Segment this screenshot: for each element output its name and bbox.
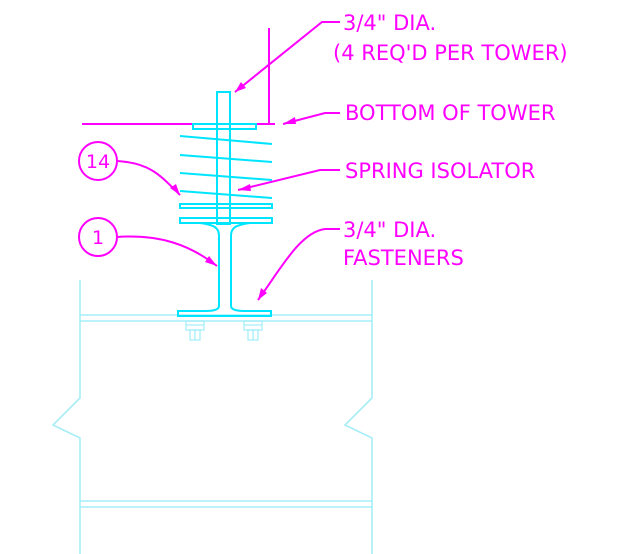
arrowhead-bolt-dia	[235, 82, 246, 92]
support-steel	[51, 280, 373, 554]
steel-left-edge	[51, 280, 81, 554]
isolator-base-plate	[179, 203, 273, 209]
arrowhead-tag-14	[170, 184, 180, 195]
callout-fasteners: FASTENERS	[343, 246, 464, 270]
tag-1-label: 1	[92, 227, 104, 249]
callout-bolt-dia: 3/4" DIA.	[343, 11, 436, 35]
leader-bolt-dia	[234, 21, 340, 93]
leader-tag-14	[116, 160, 181, 196]
arrowhead-spring-isolator	[238, 184, 251, 191]
leader-fasteners	[257, 228, 340, 301]
bolt-right	[243, 320, 263, 341]
leader-tag-1	[116, 235, 218, 267]
callout-bottom-of-tower: BOTTOM OF TOWER	[345, 101, 555, 125]
tower-bottom	[82, 28, 275, 125]
arrowhead-tag-1	[205, 256, 217, 266]
callout-bolt-qty: (4 REQ'D PER TOWER)	[333, 41, 568, 65]
spring-coil	[179, 154, 273, 163]
arrowheads	[170, 82, 296, 300]
w-beam-section	[177, 222, 272, 317]
arrowhead-bottom-of-tower	[283, 117, 296, 124]
callout-text: 3/4" DIA. (4 REQ'D PER TOWER) BOTTOM OF …	[333, 11, 568, 270]
isolator-top-plate	[192, 123, 257, 130]
tag-14: 14	[78, 141, 118, 181]
bolt-left	[185, 320, 205, 341]
callout-fastener-dia: 3/4" DIA.	[343, 218, 436, 242]
tag-1: 1	[78, 217, 118, 257]
spring-coil	[179, 172, 273, 181]
spring-coil	[179, 190, 273, 199]
callout-spring-isolator: SPRING ISOLATOR	[345, 159, 535, 183]
leaders	[116, 21, 340, 301]
spring-coil	[179, 135, 273, 145]
tag-14-label: 14	[86, 151, 110, 173]
tag-14-circle	[78, 141, 118, 181]
arrowhead-fasteners	[258, 288, 267, 300]
leader-spring-isolator	[237, 169, 340, 191]
leader-bottom-of-tower	[282, 112, 340, 125]
tag-1-circle	[78, 217, 118, 257]
isolator-assembly	[177, 91, 273, 317]
steel-right-edge	[343, 280, 373, 554]
